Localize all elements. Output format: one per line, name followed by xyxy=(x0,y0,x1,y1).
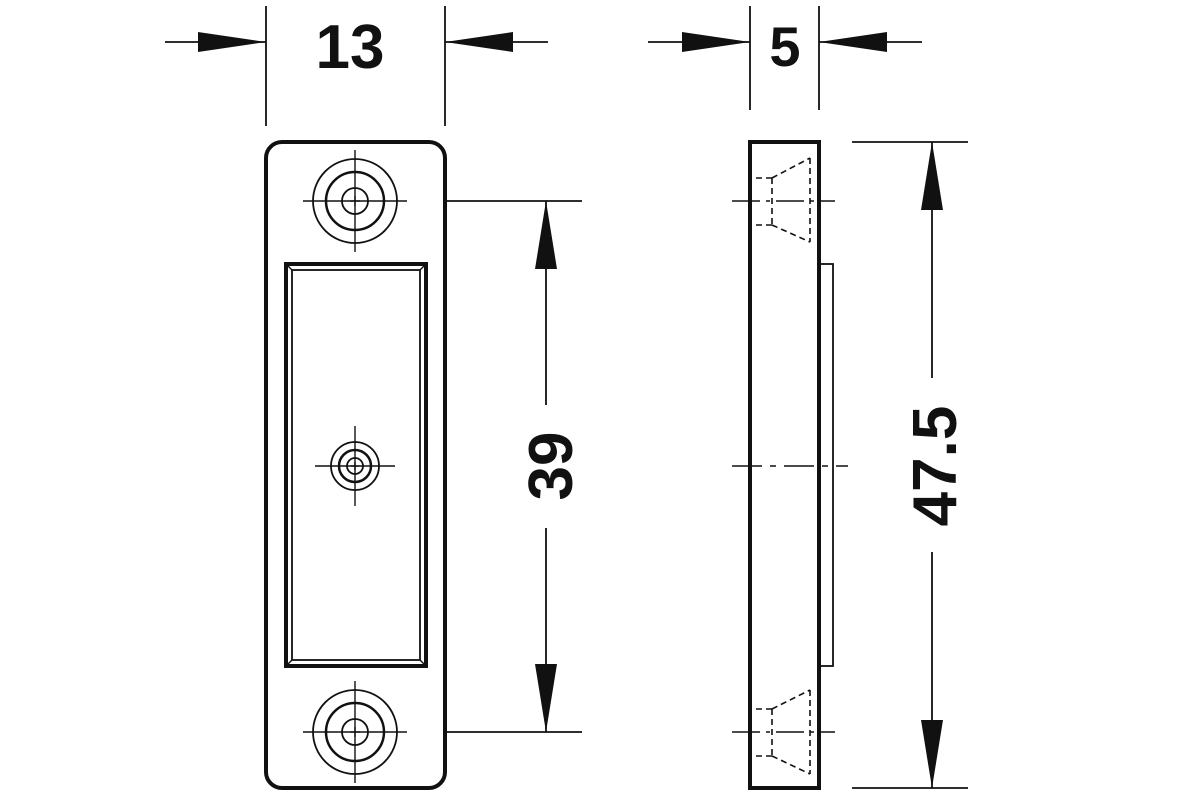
overall-length-label: 47.5 xyxy=(901,406,970,527)
top-countersink-hidden xyxy=(732,157,835,243)
front-view xyxy=(264,140,447,790)
hole-spacing-label: 39 xyxy=(517,432,586,501)
front-width-label: 13 xyxy=(316,13,385,82)
bottom-countersink-hidden xyxy=(732,689,835,775)
front-plate-outline xyxy=(264,140,447,790)
top-screw-hole xyxy=(303,150,407,252)
front-width-dimension: 13 xyxy=(165,6,548,126)
bottom-screw-hole xyxy=(303,681,407,783)
magnet-pocket xyxy=(284,262,428,668)
overall-length-dimension: 47.5 xyxy=(852,141,970,789)
side-depth-dimension: 5 xyxy=(648,6,922,110)
side-view xyxy=(732,140,848,790)
center-screw-hole xyxy=(315,426,395,506)
hole-spacing-dimension: 39 xyxy=(445,200,586,733)
side-depth-label: 5 xyxy=(769,15,800,78)
side-magnet-face xyxy=(818,263,834,667)
